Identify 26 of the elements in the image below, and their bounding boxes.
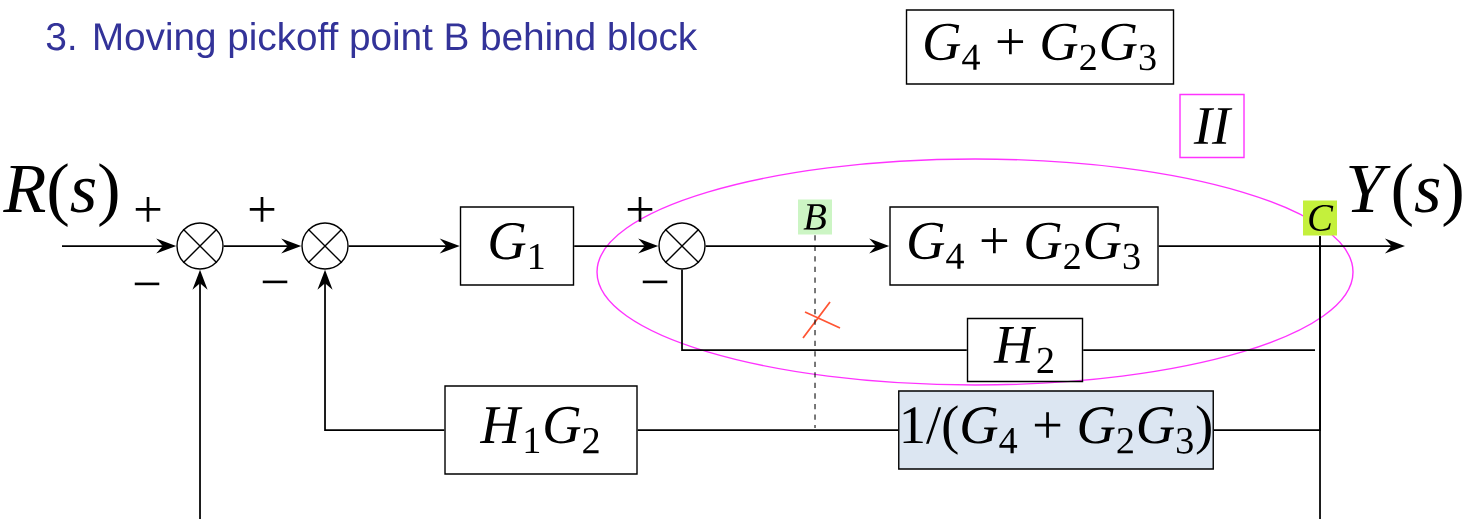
summing-junction [301, 222, 349, 270]
sign: − [642, 280, 668, 284]
region-label: II [1179, 93, 1245, 159]
block-box: 1/(G$_{4}$ + G$_{2}$G$_{3}$) [898, 390, 1214, 470]
signal-label: Y(s) [1349, 163, 1462, 227]
connector-line [1082, 349, 1316, 351]
summing-junction [658, 222, 706, 270]
sign: − [134, 282, 160, 286]
sign: − [262, 280, 288, 284]
connector-line [1319, 235, 1321, 519]
summing-junction [176, 222, 224, 270]
block-box: H$_{1}$G$_{2}$ [444, 385, 638, 475]
title: 3. Moving pickoff point B behind block [46, 21, 698, 58]
connector-line [681, 268, 968, 351]
point-label: B [798, 199, 832, 235]
point-label: C [1303, 200, 1337, 236]
signal-label: R(s) [3, 163, 118, 227]
block-box: G$_{4}$ + G$_{2}$G$_{3}$ [905, 9, 1175, 85]
sign: + [135, 197, 161, 222]
sign: + [249, 197, 275, 222]
sign: + [627, 197, 653, 222]
block-box: G$_{4}$ + G$_{2}$G$_{3}$ [889, 206, 1159, 286]
block-box: G$_{1}$ [459, 206, 575, 286]
block-box: H$_{2}$ [966, 317, 1084, 383]
connector-line [814, 234, 816, 429]
connector-line [636, 429, 899, 431]
